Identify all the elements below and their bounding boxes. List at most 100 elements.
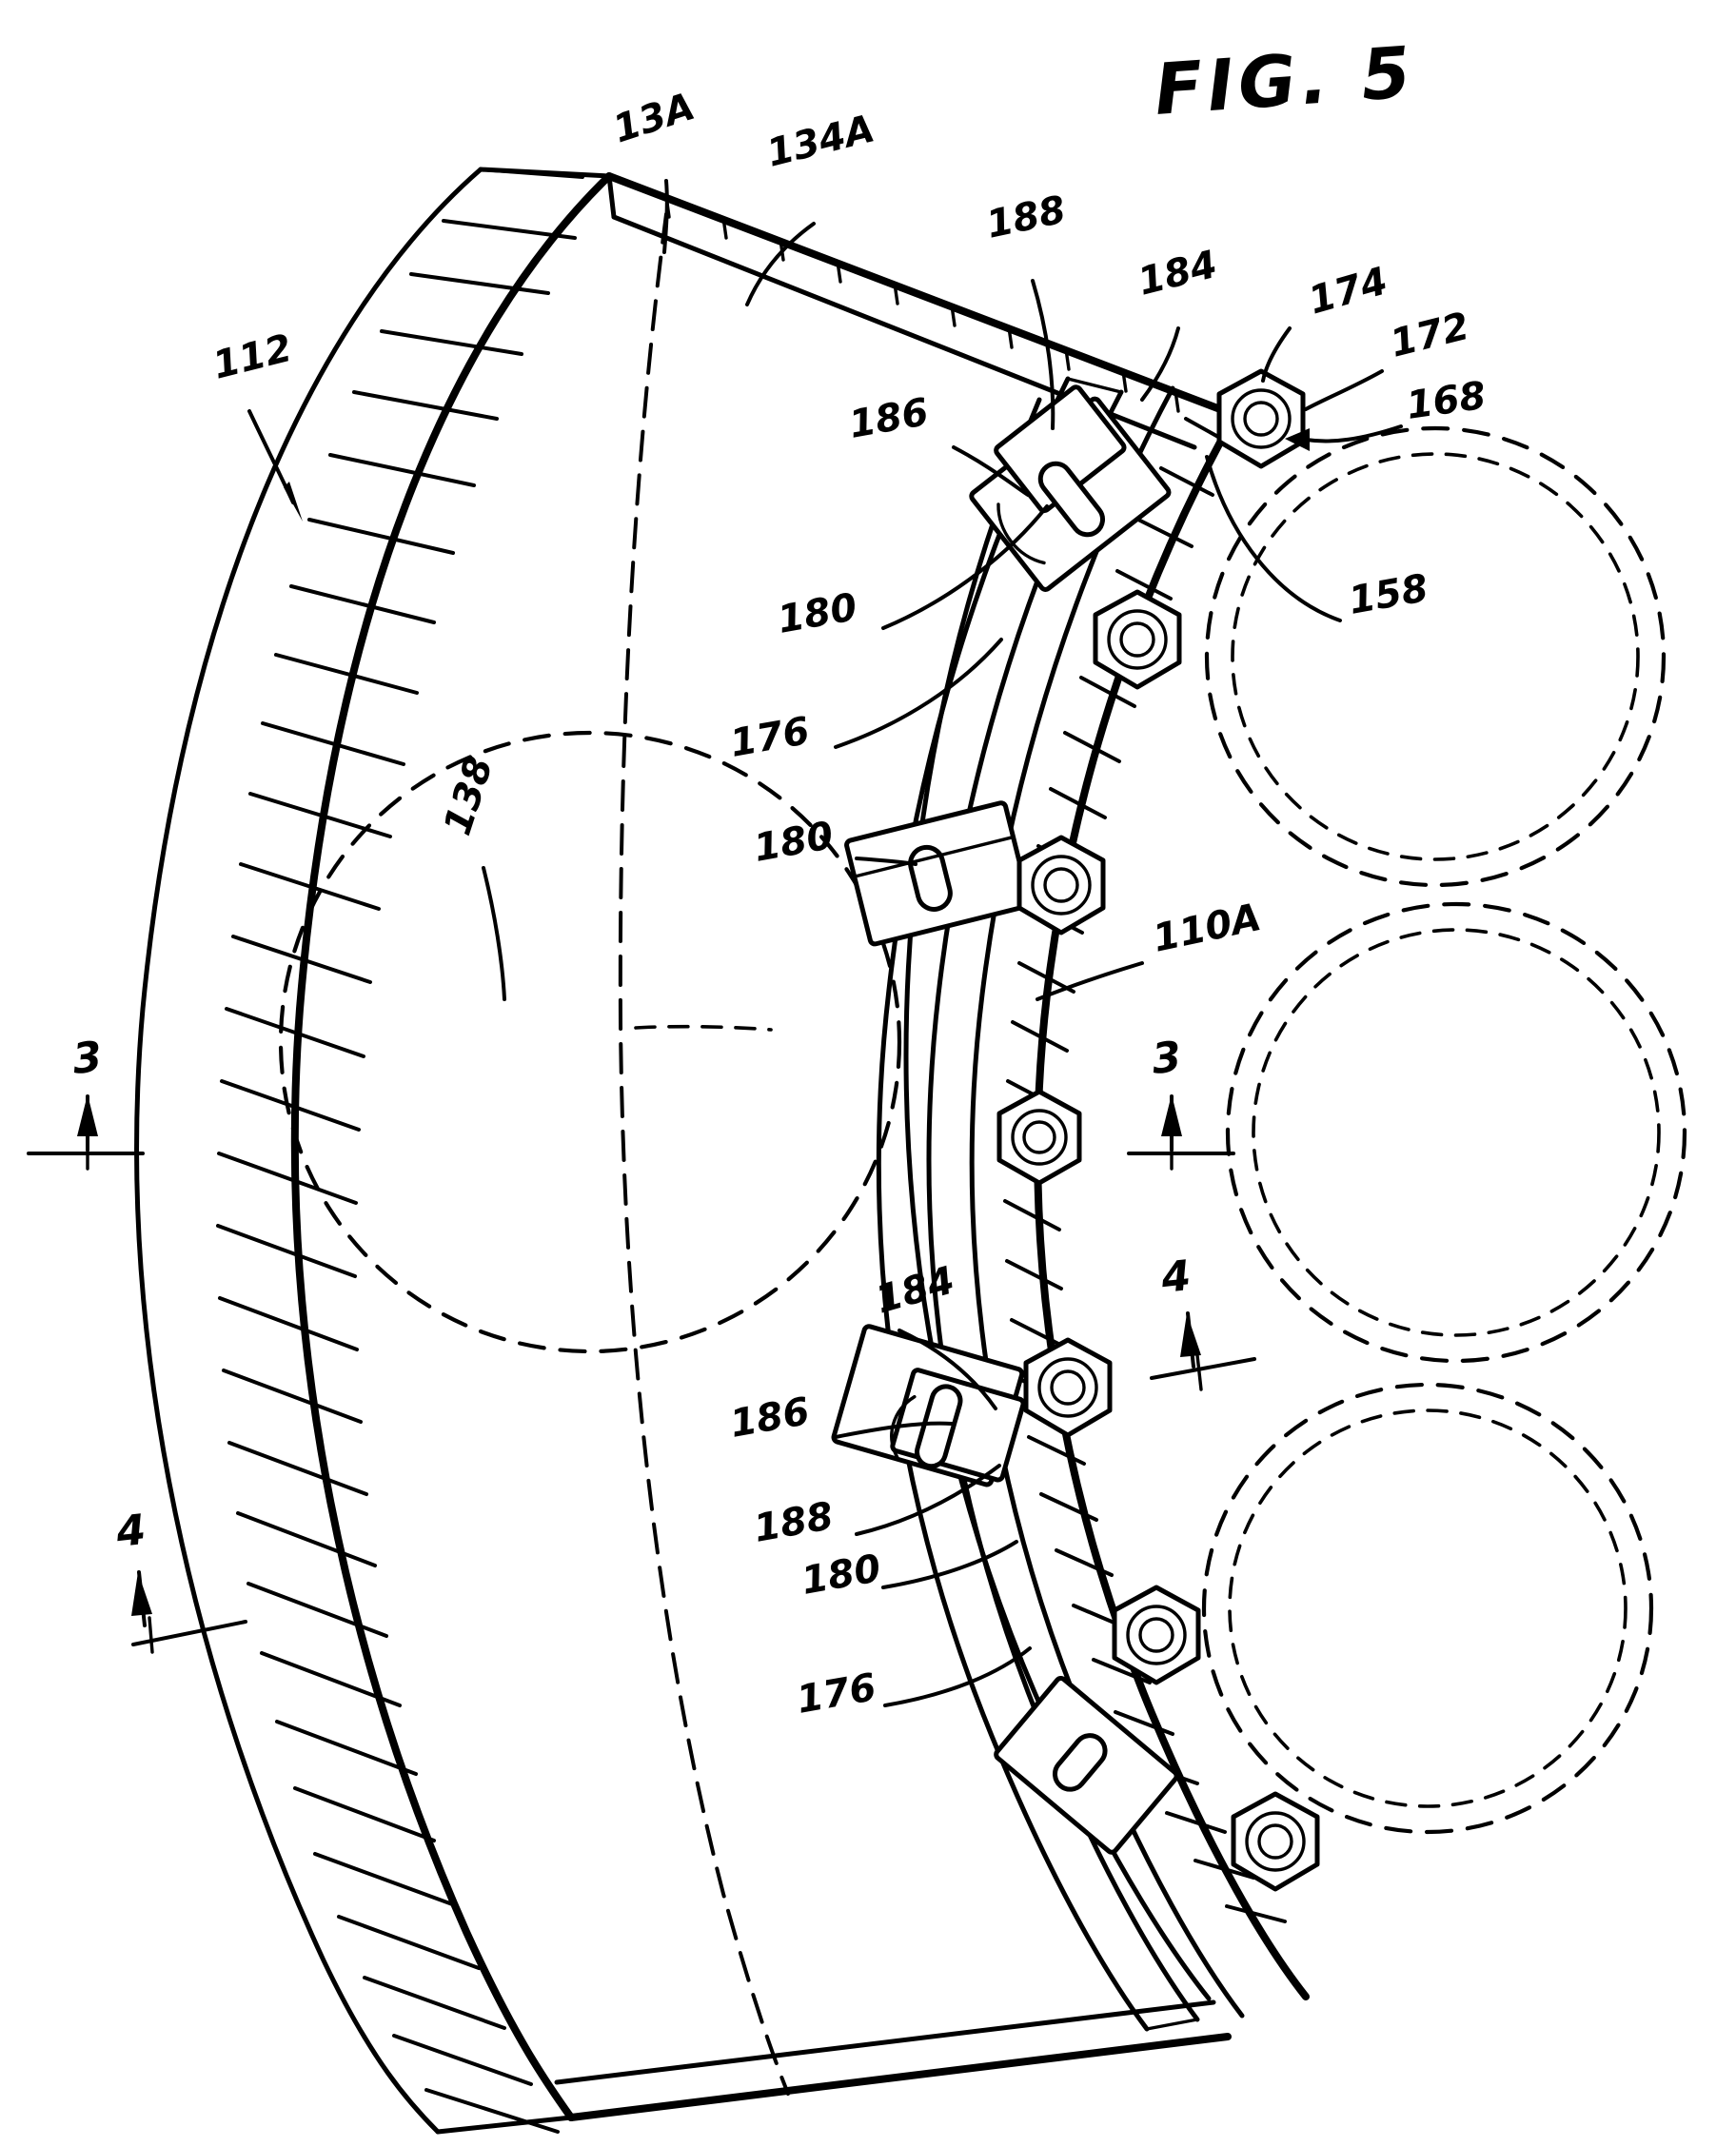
- section-arrow-3-right-head: [1161, 1094, 1182, 1136]
- ref-label-172: 172: [1386, 305, 1473, 366]
- section-marker-3-left-label: 3: [70, 1033, 105, 1084]
- inner-strip-176: [876, 376, 1200, 2032]
- hidden-circle-158-mid-inner: [1252, 928, 1661, 1337]
- ref-label-138: 138: [436, 751, 503, 840]
- clamp-block-middle: [844, 800, 1032, 947]
- bolt-shank-1: [1243, 401, 1279, 437]
- arrowhead-112: [284, 482, 303, 522]
- ref-label-158: 158: [1346, 566, 1431, 623]
- section-marker-4-right-label: 4: [1158, 1251, 1194, 1303]
- clamp-block-lower: [831, 1324, 1026, 1487]
- leader-138: [482, 866, 506, 1001]
- strip-176-inner: [876, 376, 1150, 2032]
- clamp-block-upper: [969, 384, 1172, 592]
- bolt-shank-5: [1050, 1369, 1086, 1406]
- clamp-seam-middle: [852, 835, 1016, 878]
- section-marker-3-right-label: 3: [1150, 1033, 1184, 1084]
- leader-176-bot: [883, 1646, 1032, 1707]
- body-112-bottom-edge: [435, 2115, 574, 2135]
- plate-hidden-rib: [634, 1024, 773, 1032]
- bolt-shank-6: [1138, 1617, 1174, 1653]
- bolt-172-3: [1016, 835, 1106, 936]
- ref-label-174: 174: [1304, 259, 1392, 323]
- strip-176-top-cap: [1066, 377, 1123, 394]
- leader-180-bot: [881, 1540, 1018, 1589]
- ref-label-176-top: 176: [727, 709, 813, 766]
- plate-bottom-edge: [567, 2033, 1232, 2121]
- figure-title: FIG. 5: [1152, 31, 1418, 131]
- ref-label-188-top: 188: [983, 187, 1070, 246]
- rail-inner-face: [969, 385, 1245, 2019]
- hidden-circles-group: [278, 425, 1687, 1835]
- section-arrow-4-right-head: [1180, 1313, 1201, 1357]
- plate-hidden-flange-line: [618, 212, 790, 2096]
- leader-186-top: [952, 445, 1030, 497]
- outer-body-112: [134, 167, 613, 2135]
- bolt-172-1: [1216, 368, 1306, 469]
- ref-label-110A: 110A: [1150, 896, 1266, 961]
- arrowhead-168: [1285, 428, 1310, 451]
- leader-174: [1261, 326, 1292, 383]
- leader-lines-group: [247, 179, 1403, 1707]
- ref-label-188-bot: 188: [751, 1494, 837, 1551]
- section-tick-4-left: [148, 1616, 154, 1654]
- section-marker-3-left: 3: [27, 1033, 145, 1171]
- clamp-hook-upper: [996, 502, 1046, 565]
- figure-title-text: FIG. 5: [1152, 31, 1418, 131]
- ref-label-186-top: 186: [846, 390, 932, 447]
- leader-188-top: [1031, 279, 1055, 430]
- nut-inner-ring-1: [1231, 388, 1292, 449]
- nut-inner-ring-2: [1107, 609, 1168, 670]
- section-marker-4-left-label: 4: [113, 1506, 148, 1557]
- hidden-circle-158-bot-outer: [1201, 1382, 1654, 1835]
- clamp-slot-middle: [908, 844, 953, 912]
- ref-label-112: 112: [208, 326, 296, 388]
- section-arrow-3-left-head: [77, 1094, 98, 1136]
- hidden-circle-158-bot-inner: [1228, 1408, 1628, 1808]
- clamp-cap-upper: [994, 384, 1127, 514]
- ref-label-13A: 13A: [608, 85, 700, 152]
- bolt-172-4: [996, 1089, 1082, 1186]
- hidden-circle-158-top-inner: [1231, 452, 1640, 861]
- leader-134A: [745, 222, 816, 306]
- leader-172: [1304, 369, 1384, 411]
- ref-label-180-top: 180: [775, 585, 860, 642]
- leader-186-bot: [834, 1421, 954, 1439]
- leader-176-top: [834, 638, 1003, 749]
- leader-110A: [1036, 961, 1144, 1001]
- body-112-hatching: [216, 167, 584, 2134]
- clamp-hook-lower: [890, 1394, 917, 1459]
- leader-184-top: [1140, 326, 1180, 402]
- hidden-circle-138: [278, 730, 902, 1354]
- fasteners-group: [996, 368, 1320, 1892]
- plate-bottom-edge-inner: [554, 1999, 1216, 2085]
- section-tick-4-right: [1195, 1353, 1203, 1391]
- leader-184-bot: [898, 1329, 997, 1410]
- reference-numerals-group: 13A 134A 188 184 174 172 168 112 186 158…: [208, 85, 1489, 1723]
- bolt-shank-3: [1043, 867, 1079, 903]
- section-markers-group: 3 4 3: [27, 1033, 1256, 1654]
- ref-label-180-mid: 180: [751, 814, 837, 871]
- hidden-circle-158-mid-outer: [1225, 901, 1687, 1364]
- bolt-shank-4: [1022, 1120, 1056, 1154]
- section-arrow-4-left-head: [131, 1572, 152, 1616]
- leader-180-mid: [855, 857, 917, 866]
- section-marker-3-right: 3: [1127, 1033, 1235, 1171]
- clamp-slot-upper: [1037, 461, 1106, 538]
- ref-label-176-bot: 176: [794, 1665, 879, 1723]
- nut-inner-ring-3: [1031, 855, 1092, 916]
- bolt-172-7: [1231, 1791, 1320, 1892]
- leader-180-top: [881, 504, 1049, 630]
- section-marker-4-right: 4: [1150, 1251, 1256, 1391]
- plate-top-edge-outer: [605, 172, 1224, 413]
- clamp-block-bottom: [994, 1675, 1179, 1855]
- body-112-outer-edge: [134, 167, 483, 2135]
- nut-inner-ring-4: [1011, 1109, 1068, 1166]
- section-line-4-right: [1150, 1357, 1256, 1380]
- ref-label-168: 168: [1404, 374, 1489, 428]
- ref-label-134A: 134A: [762, 107, 878, 175]
- hidden-circle-158-top-outer: [1204, 425, 1667, 888]
- strip-176-bottom-cap: [1145, 2018, 1199, 2031]
